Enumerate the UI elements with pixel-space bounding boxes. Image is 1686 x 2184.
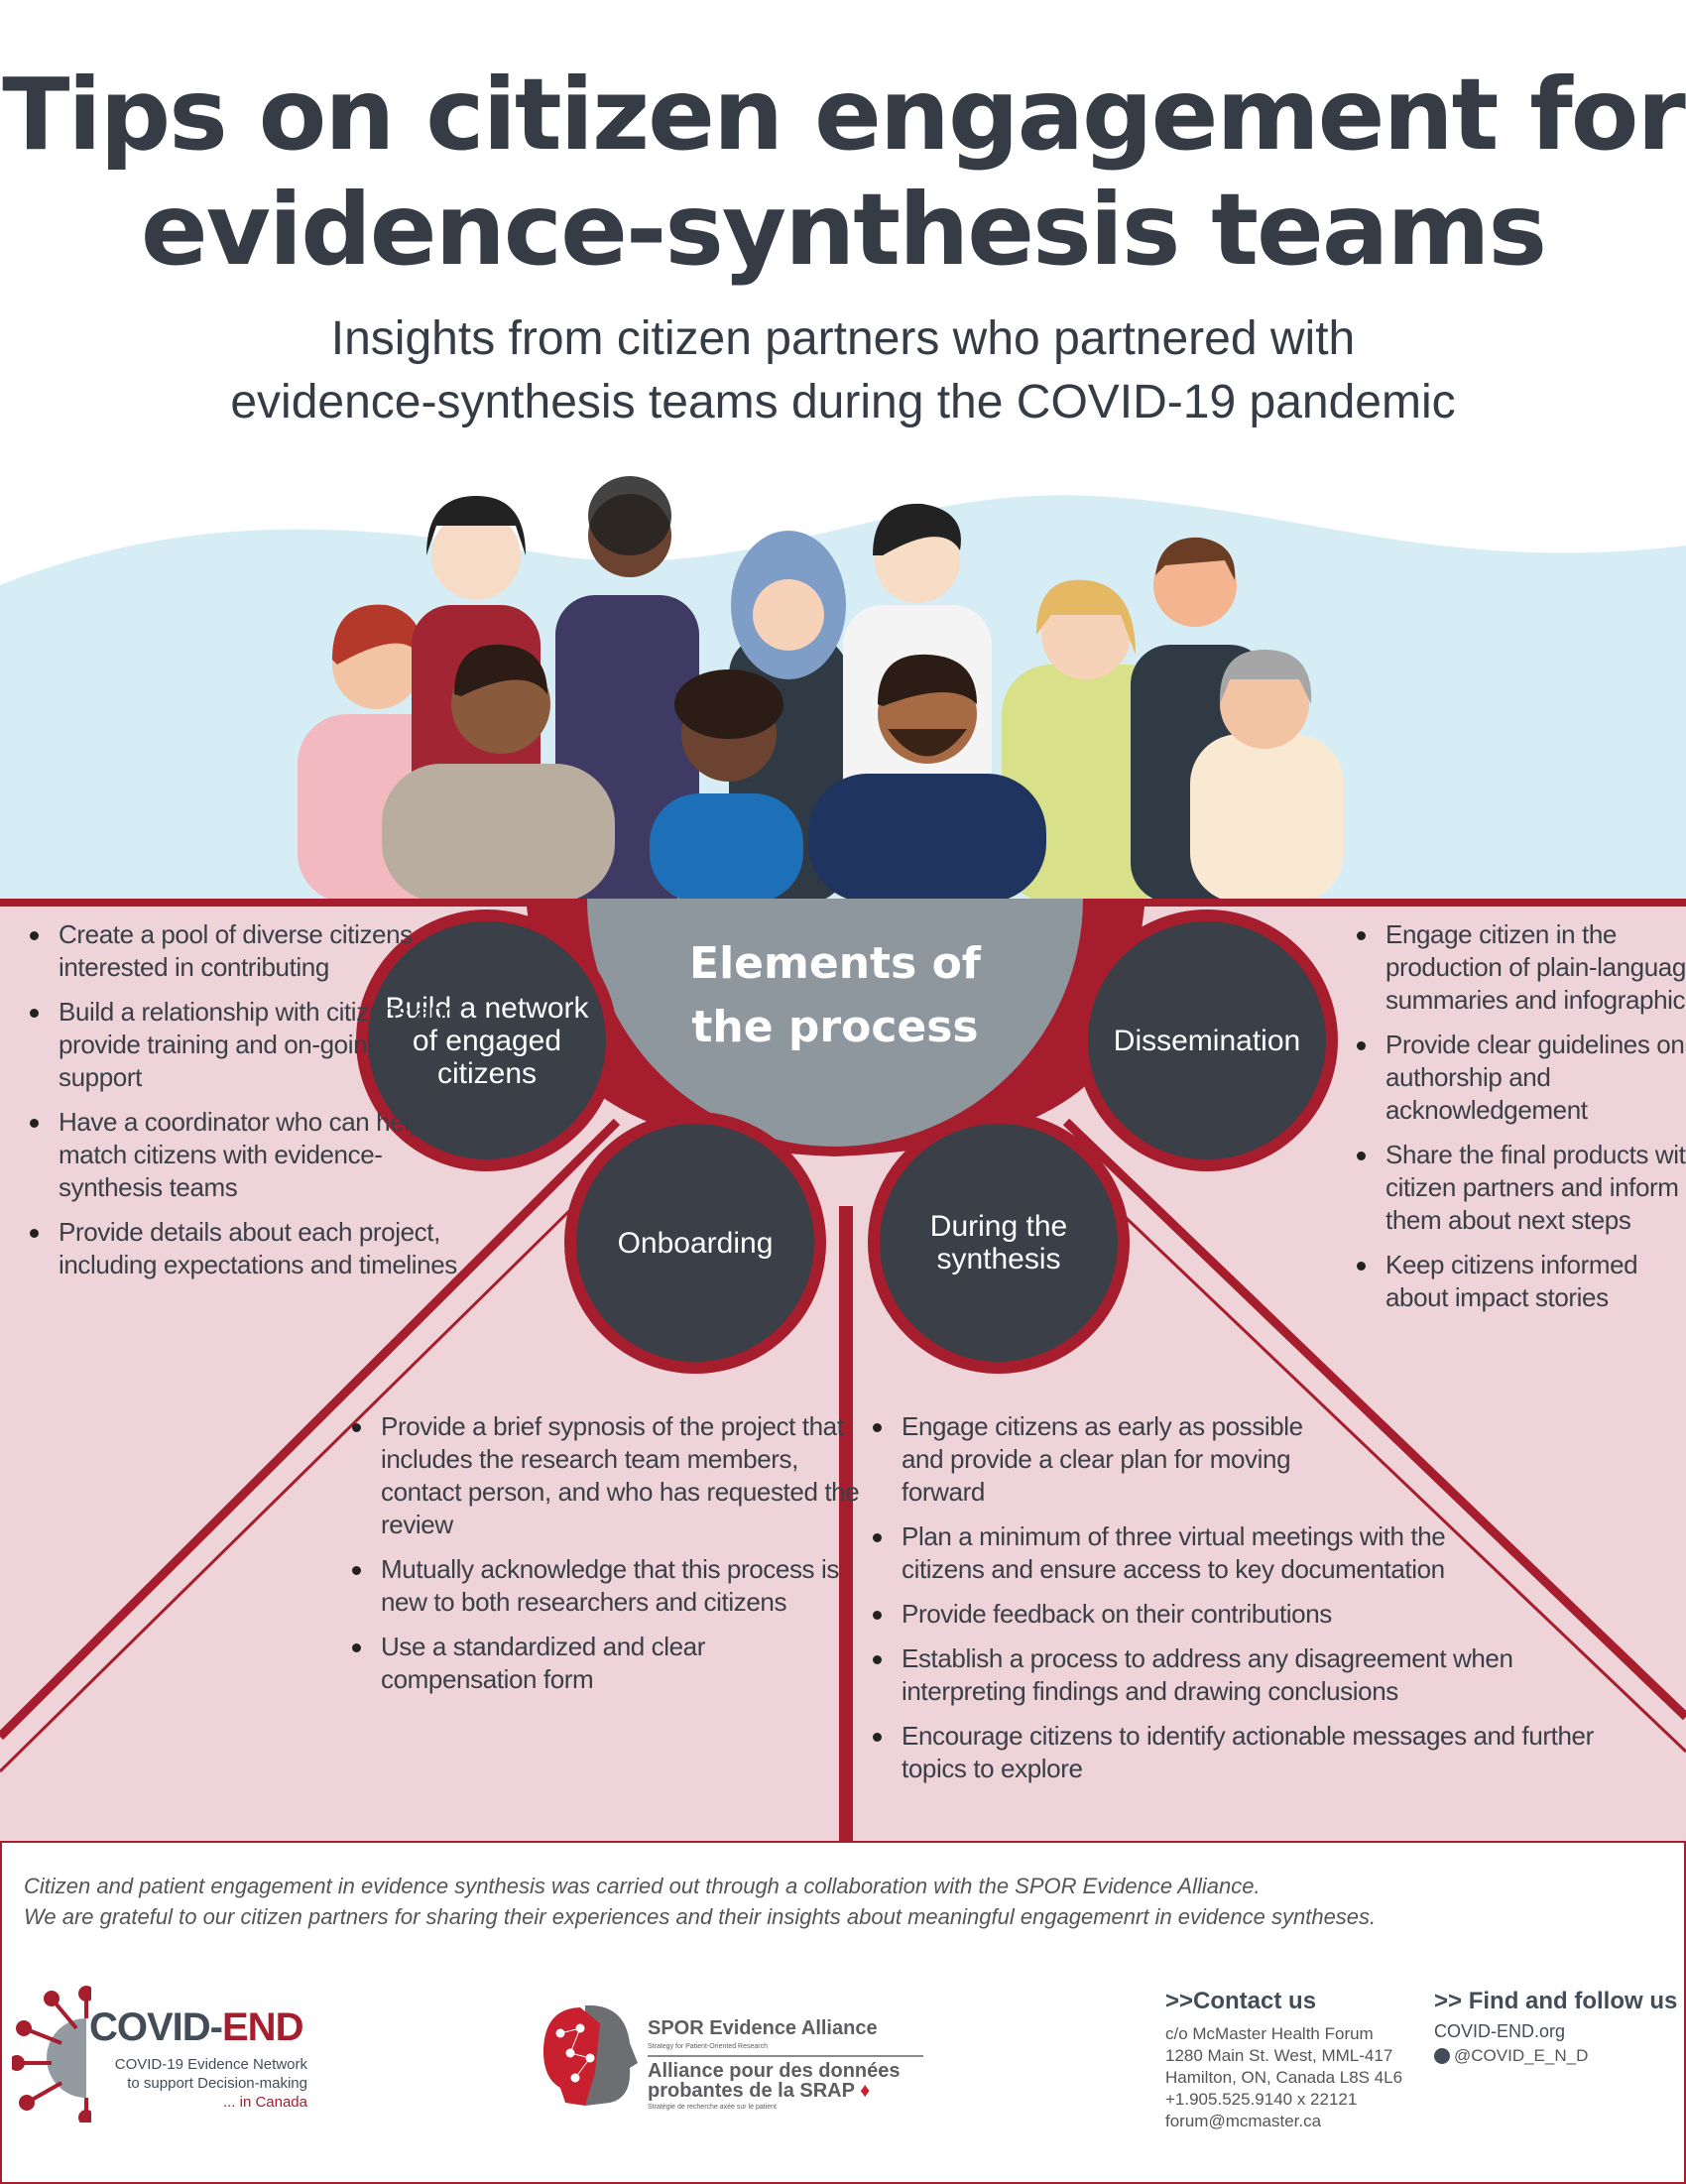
label-onboarding: Onboarding bbox=[617, 1226, 774, 1260]
page-title: Tips on citizen engagement for evidence-… bbox=[2, 57, 1686, 288]
person bbox=[808, 654, 1046, 903]
follow-block: >> Find and follow us COVID-END.org @COV… bbox=[1434, 1988, 1682, 2066]
covid-end-logo: COVID-END COVID-19 Evidence Network to s… bbox=[12, 1984, 309, 2123]
dissemination-tips: Engage citizen in the production of plai… bbox=[1354, 918, 1686, 1326]
list-item: Create a pool of diverse citizens intere… bbox=[30, 918, 465, 984]
list-item: Provide details about each project, incl… bbox=[30, 1216, 465, 1281]
list-item: Have a coordinator who can help to match… bbox=[30, 1106, 465, 1204]
person bbox=[1190, 650, 1344, 903]
twitter-icon bbox=[1434, 2048, 1450, 2064]
divider-left-thin bbox=[0, 1145, 637, 1773]
maple-leaf-icon: ♦ bbox=[860, 2080, 871, 2102]
circle-dissemination bbox=[1076, 910, 1338, 1171]
circle-during-synthesis bbox=[868, 1112, 1130, 1374]
build-network-tips: Create a pool of diverse citizens intere… bbox=[27, 918, 465, 1293]
onboarding-tips: Provide a brief sypnosis of the project … bbox=[349, 1410, 867, 1708]
list-item: Engage citizen in the production of plai… bbox=[1357, 918, 1686, 1017]
spor-logo: SPOR Evidence Alliance Strategy for Pati… bbox=[541, 2003, 937, 2113]
list-item: Keep citizens informed about impact stor… bbox=[1357, 1249, 1686, 1314]
list-item: Provide a brief sypnosis of the project … bbox=[352, 1410, 867, 1541]
list-item: Provide clear guidelines on authorship a… bbox=[1357, 1029, 1686, 1127]
circle-onboarding bbox=[564, 1112, 826, 1374]
process-diagram bbox=[0, 899, 1686, 1841]
list-item: Plan a minimum of three virtual meetings… bbox=[873, 1520, 1497, 1586]
list-item: Share the final products with citizen pa… bbox=[1357, 1139, 1686, 1237]
divider-left bbox=[0, 1118, 621, 1741]
center-hub bbox=[587, 899, 1083, 1147]
head-network-icon bbox=[542, 2004, 638, 2106]
person bbox=[650, 669, 803, 903]
person bbox=[382, 644, 615, 903]
during-synthesis-tips: Engage citizens as early as possible and… bbox=[870, 1410, 1635, 1797]
list-item: Build a relationship with citizens and p… bbox=[30, 996, 465, 1094]
citizens-illustration bbox=[0, 476, 1686, 903]
center-title: Elements of the process bbox=[689, 938, 981, 1052]
contact-block: >>Contact us c/o McMaster Health Forum 1… bbox=[1165, 1988, 1413, 2132]
email-link[interactable]: forum@mcmaster.ca bbox=[1165, 2112, 1322, 2130]
twitter-link[interactable]: @COVID_E_N_D bbox=[1434, 2046, 1682, 2066]
list-item: Engage citizens as early as possible and… bbox=[873, 1410, 1318, 1509]
logo-divider bbox=[648, 2055, 923, 2057]
divider-right-thin bbox=[1049, 1145, 1686, 1754]
website-link[interactable]: COVID-END.org bbox=[1434, 2021, 1566, 2041]
label-dissemination: Dissemination bbox=[1113, 1024, 1301, 1057]
page-subtitle: Insights from citizen partners who partn… bbox=[230, 312, 1456, 428]
virus-icon bbox=[12, 1986, 91, 2123]
circle-build-network bbox=[356, 910, 618, 1171]
list-item: Use a standardized and clear compensatio… bbox=[352, 1631, 867, 1696]
acknowledgement: Citizen and patient engagement in eviden… bbox=[24, 1874, 1377, 1929]
list-item: Encourage citizens to identify actionabl… bbox=[873, 1720, 1635, 1785]
footer bbox=[0, 1841, 1686, 2184]
divider-center bbox=[839, 1206, 853, 1841]
list-item: Mutually acknowledge that this process i… bbox=[352, 1553, 867, 1619]
divider-right bbox=[1062, 1118, 1686, 1721]
list-item: Establish a process to address any disag… bbox=[873, 1642, 1556, 1708]
list-item: Provide feedback on their contributions bbox=[873, 1598, 1635, 1631]
